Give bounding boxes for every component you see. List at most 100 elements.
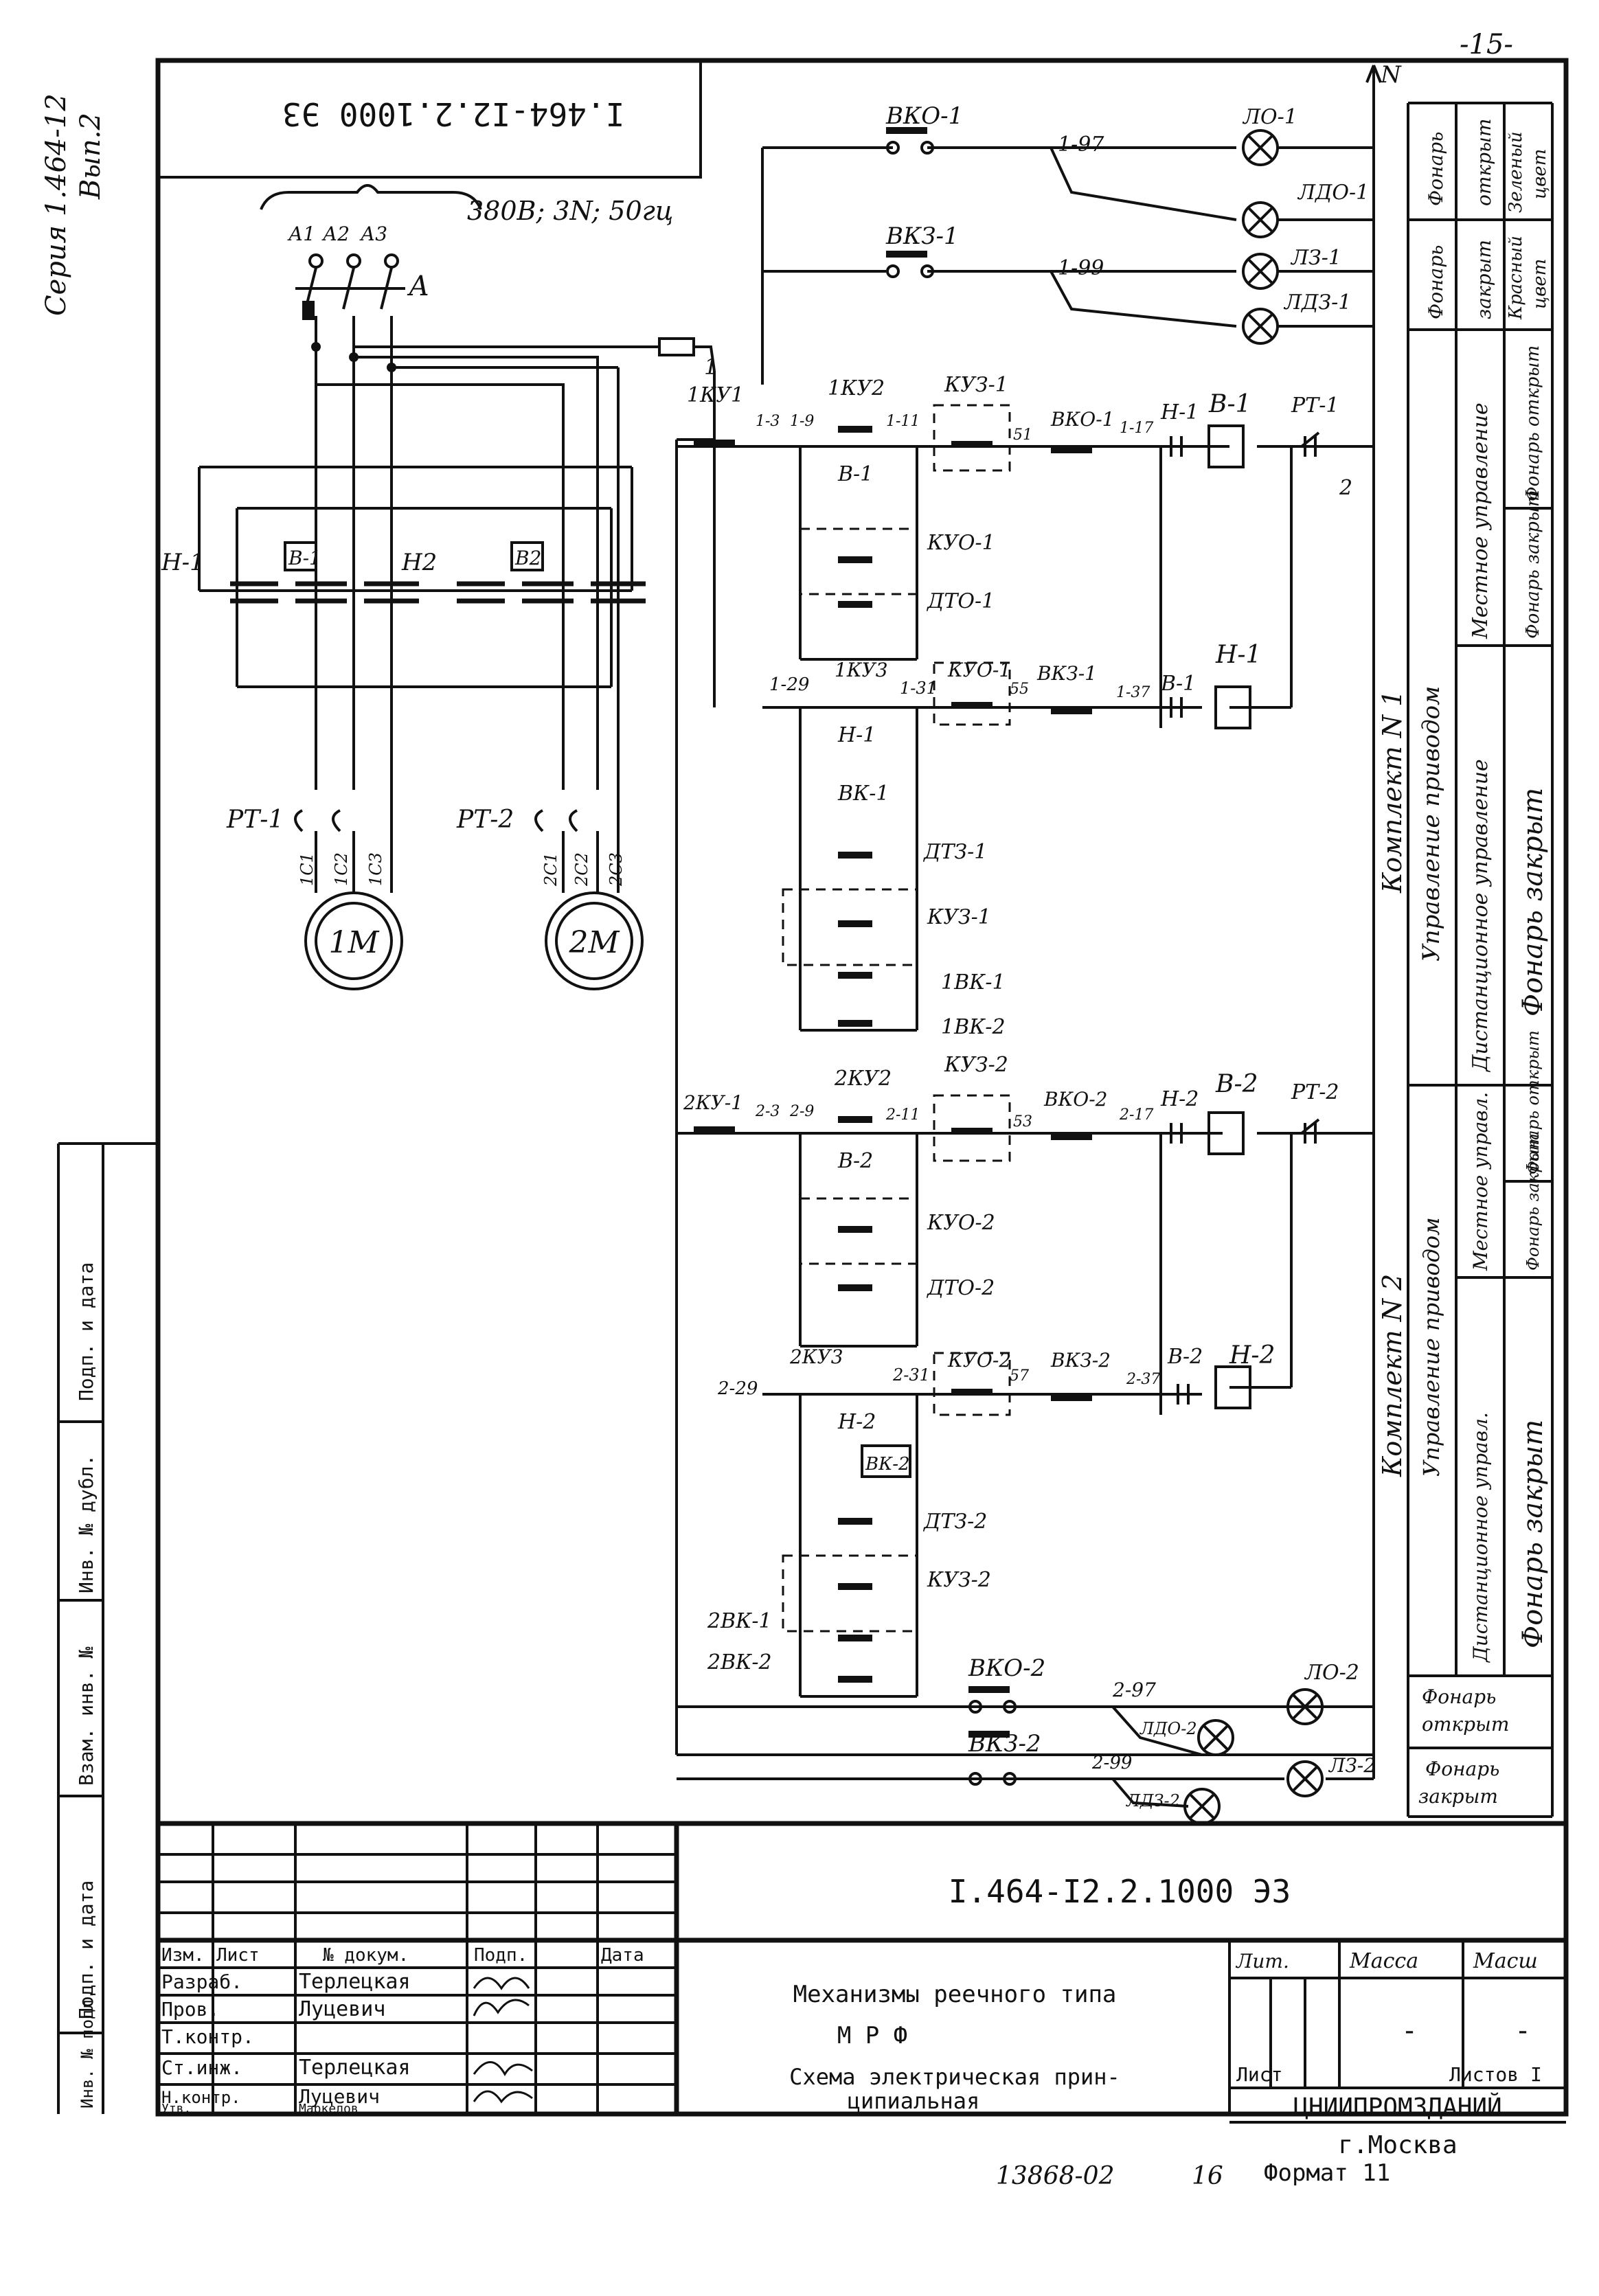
lo1-label: ЛО-1 [1242,105,1297,129]
lg-closed-1: Фонарь [1425,245,1447,319]
s1-vkz1: ВКЗ-1 [1036,662,1097,685]
ldo2-label: ЛДО-2 [1139,1719,1197,1738]
s1-19: 1-9 [790,413,814,430]
title-line-4: ципиальная [848,2088,980,2114]
archive-number-2: 16 [1192,2162,1223,2190]
set1-open-row: 1КУ1 1-3 1-9 1КУ2 1-11 КУЗ-1 51 ВКО-1 1-… [677,373,1374,500]
format-label: Формат 11 [1264,2159,1390,2187]
phase-a3: А3 [359,223,387,245]
s1-vk1: ВК-1 [837,782,889,806]
th-list: Лист [216,1945,260,1966]
s2-237: 2-37 [1126,1371,1160,1388]
th-izm: Изм. [161,1945,205,1966]
margin-sign-date-2: Подп. и дата [75,1880,98,2019]
s2-ku3: 2КУ3 [789,1345,843,1368]
archive-number: 13868-02 [996,2162,1115,2190]
series-label: Серия 1.464-12 [41,93,72,316]
s1-vko1: ВКО-1 [1050,408,1114,431]
set1-cell-open: Фонарь открыт [1523,345,1543,501]
s1-ku2: 1КУ2 [828,376,885,400]
coil-h1 [1214,685,1251,729]
scale-label: Масш [1473,1949,1538,1973]
s1-par-h1: Н-1 [837,723,876,747]
set1-cell-closed-2: Фонарь закрыт [1517,788,1549,1016]
reverser-2-b: В2 [514,547,541,569]
s2-c-b2: В-2 [1167,1345,1203,1369]
vkz1-label: ВКЗ-1 [885,223,959,250]
set2-cell-open: Фонарь открыт [1523,1030,1543,1174]
s1-n1: Н-1 [1160,400,1199,424]
set2-remote: Дистанционное управл. [1469,1412,1492,1663]
s2-ku2: 2КУ2 [834,1067,892,1091]
s1-ku3: 1КУ3 [835,659,888,681]
motor-2-label: 2М [568,925,620,960]
lz1-label: ЛЗ-1 [1290,246,1341,270]
signature-0 [473,1977,530,1990]
set2-title: Комплект N 2 [1377,1274,1407,1477]
lead-1c1: 1С1 [297,852,317,886]
coil-b1 [1207,424,1245,468]
set2-open-parallel: В-2 КУО-2 ДТО-2 2КУ3 [789,1133,1293,1415]
top-stamp-box [157,59,702,179]
drawing-frame [155,58,1569,2117]
s2-231: 2-31 [892,1365,930,1385]
margin-orig-inv: Инв. № подл. [78,1990,97,2109]
lead-2c1: 2С1 [541,852,560,887]
signature-3 [473,2061,533,2076]
role-1: Пров. [161,1998,219,2021]
set2-local: Местное управл. [1469,1092,1492,1271]
s2-rt2: РТ-2 [1291,1080,1339,1104]
w199-label: 1-99 [1058,256,1104,280]
relay-1-label: РТ-1 [226,806,284,834]
node-1: 1 [704,354,718,380]
lz2-label: ЛЗ-2 [1328,1754,1376,1777]
s1-55: 55 [1010,681,1029,698]
s2-2vk1: 2ВК-1 [707,1609,772,1633]
title-line-1: Механизмы реечного типа [793,1981,1117,2008]
left-margin-columns: Подп. и дата Инв. № дубл. Взам. инв. № П… [57,1142,158,2114]
lg-closed-4: цвет [1530,259,1550,309]
title-code: I.464-I2.2.1000 Э3 [949,1873,1291,1910]
name-5: Маркелов [299,2102,359,2116]
reverser-2-b-box [510,541,544,571]
title-line-3: Схема электрическая прин- [789,2064,1120,2090]
lit-label: Лит. [1235,1950,1289,1973]
s2-23: 2-3 [755,1103,780,1120]
role-5: Утв. [161,2102,191,2116]
s2-vkz2: ВКЗ-2 [1050,1349,1111,1372]
motor-1-label: 1М [328,925,379,960]
org-name: ЦНИИПРОМЗДАНИЙ [1293,2093,1501,2122]
s1-1vk2: 1ВК-2 [941,1015,1006,1039]
s2-c-h2: Н-2 [1229,1341,1275,1369]
w197-label: 1-97 [1058,133,1104,157]
set2-close-row: 2-29 2-31 КУО-2 57 ВКЗ-2 2-37 В-2 Н-2 [717,1341,1291,1416]
s1-c-h1: Н-1 [1215,641,1261,669]
lead-2c3: 2С3 [606,852,626,887]
lead-1c3: 1С3 [366,852,385,886]
role-0: Разраб. [161,1970,242,1993]
set1-close-row: 1-29 1-31 КУО-1 55 ВКЗ-1 1-37 В-1 Н-1 [762,641,1291,729]
s2-vk2: ВК-2 [865,1454,910,1475]
set1-cell-closed: Фонарь закрыт [1523,490,1543,639]
motor-1-symbol [304,891,403,990]
s1-par-b1: В-1 [837,462,873,486]
th-date: Дата [601,1945,644,1966]
scale-value: - [1515,2015,1531,2047]
s1-rt1: РТ-1 [1291,394,1339,418]
set2-sub: Управление приводом [1418,1217,1444,1477]
name-0: Терлецкая [299,1970,411,1994]
s1-51: 51 [1013,427,1032,444]
set1-open-parallel: В-1 КУО-1 ДТО-1 1КУ3 [799,446,1293,728]
lg-bottom-open-1: Фонарь [1422,1685,1496,1708]
lg-open-4: цвет [1530,149,1550,199]
set1-close-parallel: Н-1 ВК-1 ДТЗ-1 КУЗ-1 1ВК-1 1ВК-2 [782,707,1006,1039]
s1-dtz1: ДТЗ-1 [922,840,987,864]
neutral-label: N [1380,61,1402,89]
s1-kuo1: КУО-1 [927,531,995,555]
coil-h2 [1214,1365,1251,1409]
s1-1vk1: 1ВК-1 [941,970,1006,994]
reverser-1-b: В-1 [288,547,321,569]
name-4: Луцевич [299,2085,380,2108]
lamp-ldo2 [1197,1719,1234,1756]
